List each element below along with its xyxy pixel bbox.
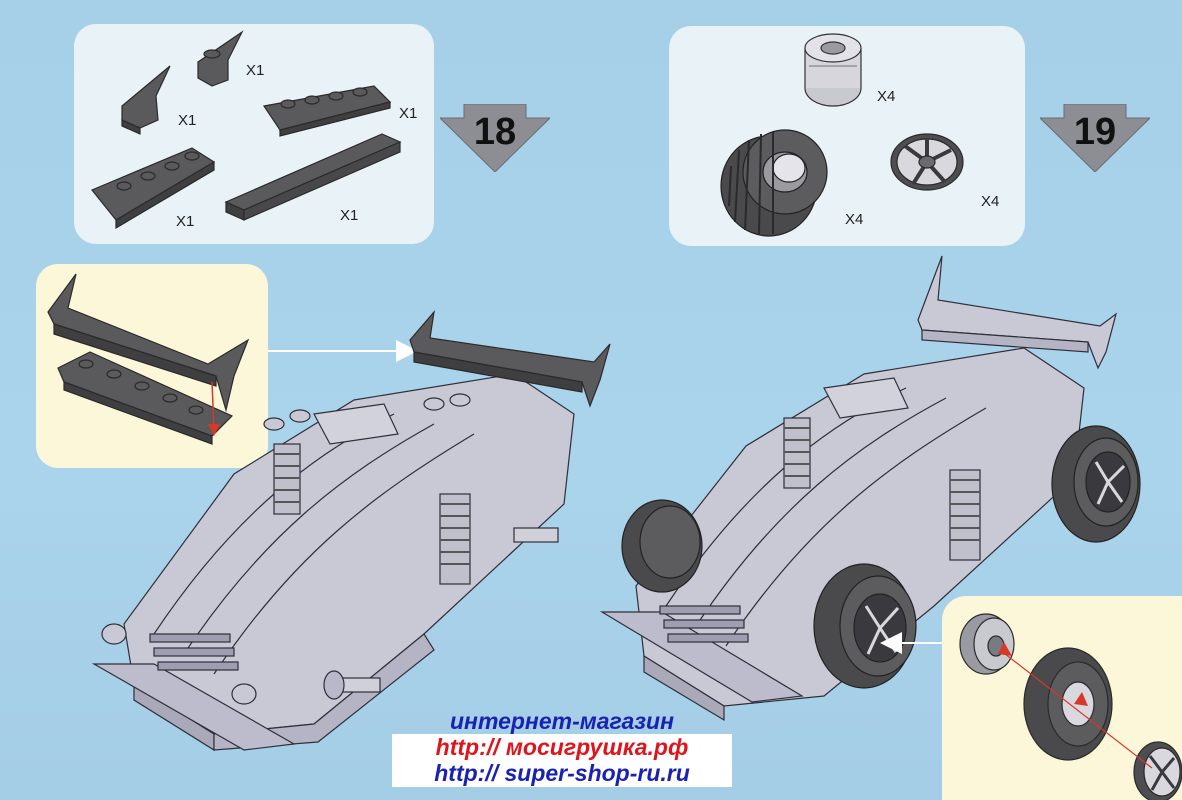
wheel-subassembly-art bbox=[959, 613, 1182, 800]
part-quantity: X1 bbox=[178, 112, 197, 129]
part-quantity: X4 bbox=[845, 211, 864, 228]
part-wheel-rim bbox=[890, 133, 964, 191]
car-wheel-rear-right bbox=[1051, 425, 1141, 543]
part-quantity: X1 bbox=[399, 105, 418, 122]
part-slope-left bbox=[121, 65, 171, 135]
step-18-arrow bbox=[440, 104, 550, 172]
part-quantity: X1 bbox=[246, 62, 265, 79]
step-19-parts-art bbox=[720, 33, 964, 237]
part-wheel-hub bbox=[804, 33, 862, 107]
part-quantity: X1 bbox=[176, 213, 195, 230]
part-quantity: X4 bbox=[981, 193, 1000, 210]
step-18-parts-art bbox=[91, 30, 402, 230]
part-slope-top bbox=[197, 30, 244, 87]
step-number-19: 19 bbox=[1073, 111, 1117, 153]
callout-arrow-18 bbox=[268, 340, 418, 362]
part-wedge-plate-left bbox=[91, 147, 216, 230]
callout-arrow-19 bbox=[880, 632, 950, 654]
part-long-tile bbox=[224, 133, 402, 221]
part-wedge-plate-right bbox=[262, 85, 392, 137]
footer-shop-url[interactable]: http:// super-shop-ru.ru bbox=[392, 760, 732, 787]
part-quantity: X4 bbox=[877, 88, 896, 105]
car-step-18-art bbox=[91, 310, 611, 752]
footer-shop-url-ru[interactable]: http:// мосигрушка.рф bbox=[392, 734, 732, 761]
footer-shop-label: интернет-магазин bbox=[450, 708, 674, 734]
step-number-18: 18 bbox=[473, 111, 517, 153]
part-tire bbox=[720, 129, 828, 237]
spoiler-subassembly-art bbox=[47, 273, 250, 445]
car-step-19-art bbox=[599, 255, 1141, 722]
step-19-arrow bbox=[1040, 104, 1150, 172]
car-wheel-front-left bbox=[621, 499, 703, 593]
part-quantity: X1 bbox=[340, 207, 359, 224]
